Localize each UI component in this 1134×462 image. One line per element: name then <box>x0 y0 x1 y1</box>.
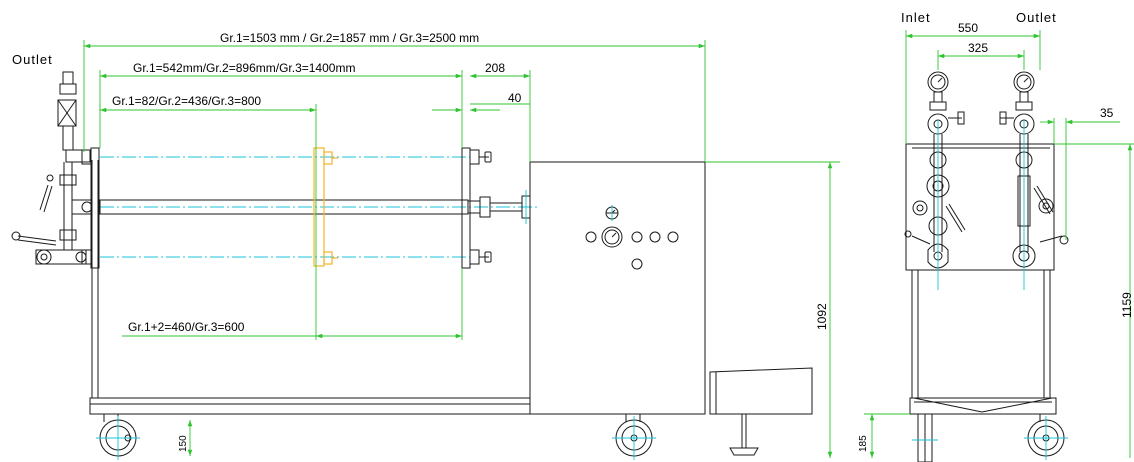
flange-bolts <box>81 149 492 265</box>
side-step <box>709 367 813 456</box>
dim-tube-length: Gr.1=542mm/Gr.2=896mm/Gr.3=1400mm <box>133 61 355 75</box>
inlet-column <box>904 71 966 290</box>
label-outlet-right: Outlet <box>1016 10 1057 25</box>
side-dimensions: Gr.1=1503 mm / Gr.2=1857 mm / Gr.3=2500 … <box>83 31 840 458</box>
dim-pull-length: Gr.1+2=460/Gr.3=600 <box>128 320 245 334</box>
dim-185: 185 <box>858 435 869 452</box>
label-inlet-right: Inlet <box>901 10 931 25</box>
dim-35: 35 <box>1100 106 1114 120</box>
left-flange <box>90 147 100 269</box>
dim-40: 40 <box>508 91 522 105</box>
label-outlet-left: Outlet <box>12 52 53 67</box>
front-cabinet <box>905 143 1055 271</box>
control-panel <box>585 205 679 270</box>
dim-support-length: Gr.1=82/Gr.2=436/Gr.3=800 <box>112 94 261 108</box>
shaft-coupling <box>467 190 531 224</box>
front-dimensions: 550 325 35 1159 185 <box>858 21 1134 458</box>
dim-1092: 1092 <box>815 303 829 330</box>
dim-208: 208 <box>485 61 505 75</box>
side-base-rail <box>89 397 531 415</box>
right-flange <box>461 147 471 269</box>
outlet-piping-left <box>11 71 93 265</box>
front-wheel-left <box>912 413 938 462</box>
dim-150: 150 <box>178 435 189 452</box>
side-cabinet <box>529 161 706 415</box>
front-wheel-right <box>1024 414 1068 460</box>
dim-550: 550 <box>958 21 978 35</box>
front-base-frame <box>909 397 1057 415</box>
dim-overall-length: Gr.1=1503 mm / Gr.2=1857 mm / Gr.3=2500 … <box>220 31 479 45</box>
dim-325: 325 <box>968 41 988 55</box>
side-wheel-right <box>612 414 656 460</box>
dim-1159: 1159 <box>1120 292 1134 318</box>
support-bracket <box>313 147 338 267</box>
front-view <box>904 71 1069 462</box>
side-view <box>11 71 813 460</box>
outlet-column <box>999 71 1069 290</box>
side-wheel-left <box>96 414 140 460</box>
